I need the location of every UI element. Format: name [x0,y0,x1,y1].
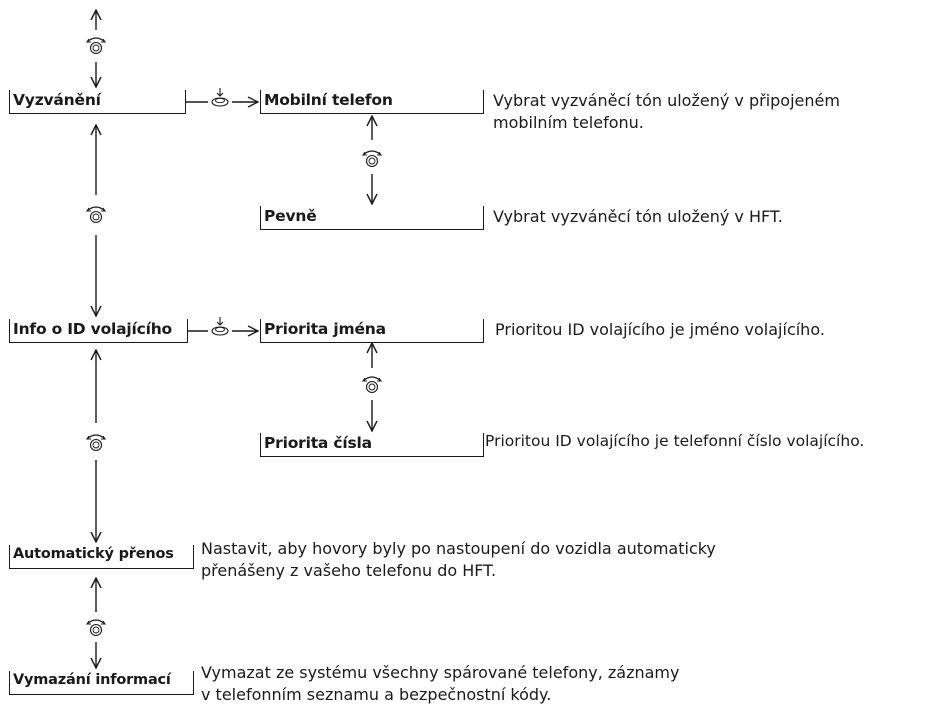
rotate-knob-icon [86,37,106,55]
mobilni-telefon-description: Vybrat vyzváněcí tón uložený v připojené… [493,91,840,132]
vymazani-informaci-description: Vymazat ze systému všechny spárované tel… [201,663,680,704]
priorita-jmena-label: Priorita jména [264,320,386,338]
rotate-knob-icon [362,376,382,394]
priorita-cisla-label: Priorita čísla [264,434,372,452]
pevne-box[interactable]: Pevně [260,206,484,230]
vymazani-informaci-box[interactable]: Vymazání informací [9,671,194,695]
press-knob-icon [211,316,229,336]
info-id-box[interactable]: Info o ID volajícího [9,319,188,343]
mobilni-telefon-label: Mobilní telefon [264,91,393,109]
vyzvaneni-box[interactable]: Vyzvánění [9,90,186,114]
pevne-label: Pevně [264,207,317,225]
vymazani-informaci-label: Vymazání informací [13,672,171,688]
automaticky-prenos-box[interactable]: Automatický přenos [9,545,194,569]
priorita-jmena-description: Prioritou ID volajícího je jméno volajíc… [495,320,825,339]
automaticky-prenos-label: Automatický přenos [13,546,174,562]
info-id-label: Info o ID volajícího [13,320,172,338]
rotate-knob-icon [86,619,106,637]
pevne-description: Vybrat vyzváněcí tón uložený v HFT. [493,207,783,226]
priorita-jmena-box[interactable]: Priorita jména [260,319,484,343]
press-knob-icon [211,87,229,107]
priorita-cisla-description: Prioritou ID volajícího je telefonní čís… [485,432,865,450]
vyzvaneni-label: Vyzvánění [13,91,101,109]
automaticky-prenos-description: Nastavit, aby hovory byly po nastoupení … [201,539,716,580]
rotate-knob-icon [362,150,382,168]
rotate-knob-icon [86,206,106,224]
priorita-cisla-box[interactable]: Priorita čísla [260,433,484,457]
mobilni-telefon-box[interactable]: Mobilní telefon [260,90,484,114]
rotate-knob-icon [86,434,106,452]
